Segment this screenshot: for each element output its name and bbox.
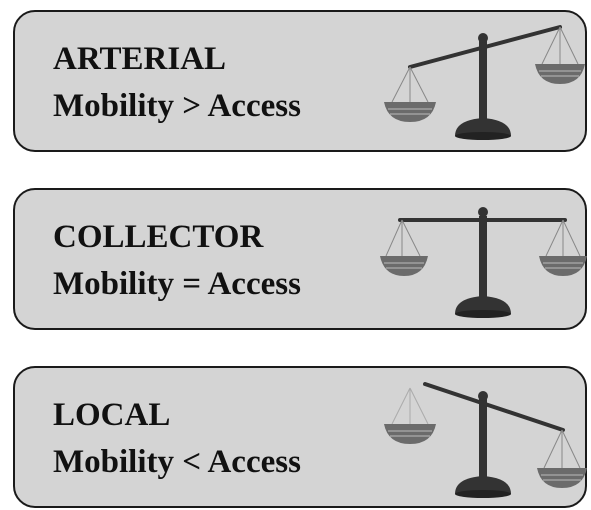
scale-left-pan (380, 256, 428, 276)
balance-scale-icon (380, 207, 587, 318)
local-text: LOCAL Mobility < Access (53, 392, 301, 486)
local-panel: LOCAL Mobility < Access (13, 366, 587, 508)
scale-right-pan (539, 256, 587, 276)
collector-title: COLLECTOR (53, 219, 264, 255)
scale-left-pan (384, 424, 436, 444)
scale-beam (423, 382, 565, 432)
collector-text: COLLECTOR Mobility = Access (53, 214, 301, 308)
scale-pivot (478, 33, 488, 43)
scale-base (455, 118, 511, 136)
arterial-relation: Mobility > Access (53, 88, 301, 124)
scale-base (455, 296, 511, 314)
scale-pivot (478, 391, 488, 401)
collector-panel: COLLECTOR Mobility = Access (13, 188, 587, 330)
arterial-panel: ARTERIAL Mobility > Access (13, 10, 587, 152)
balance-scale-icon (384, 25, 585, 140)
scale-base-foot (455, 132, 511, 140)
collector-relation: Mobility = Access (53, 266, 301, 302)
local-title: LOCAL (53, 397, 171, 433)
balance-scale-icon (384, 382, 587, 498)
local-relation: Mobility < Access (53, 444, 301, 480)
scale-post (479, 216, 487, 298)
scale-base-foot (455, 490, 511, 498)
arterial-title: ARTERIAL (53, 41, 227, 77)
scale-left-pan (384, 102, 436, 122)
arterial-text: ARTERIAL Mobility > Access (53, 36, 301, 130)
scale-beam (408, 25, 562, 69)
scale-right-pan (535, 64, 585, 84)
scale-base (455, 476, 511, 494)
scale-post (479, 40, 487, 120)
scale-right-pan (537, 468, 587, 488)
scale-base-foot (455, 310, 511, 318)
scale-post (479, 398, 487, 478)
scale-pivot (478, 207, 488, 217)
